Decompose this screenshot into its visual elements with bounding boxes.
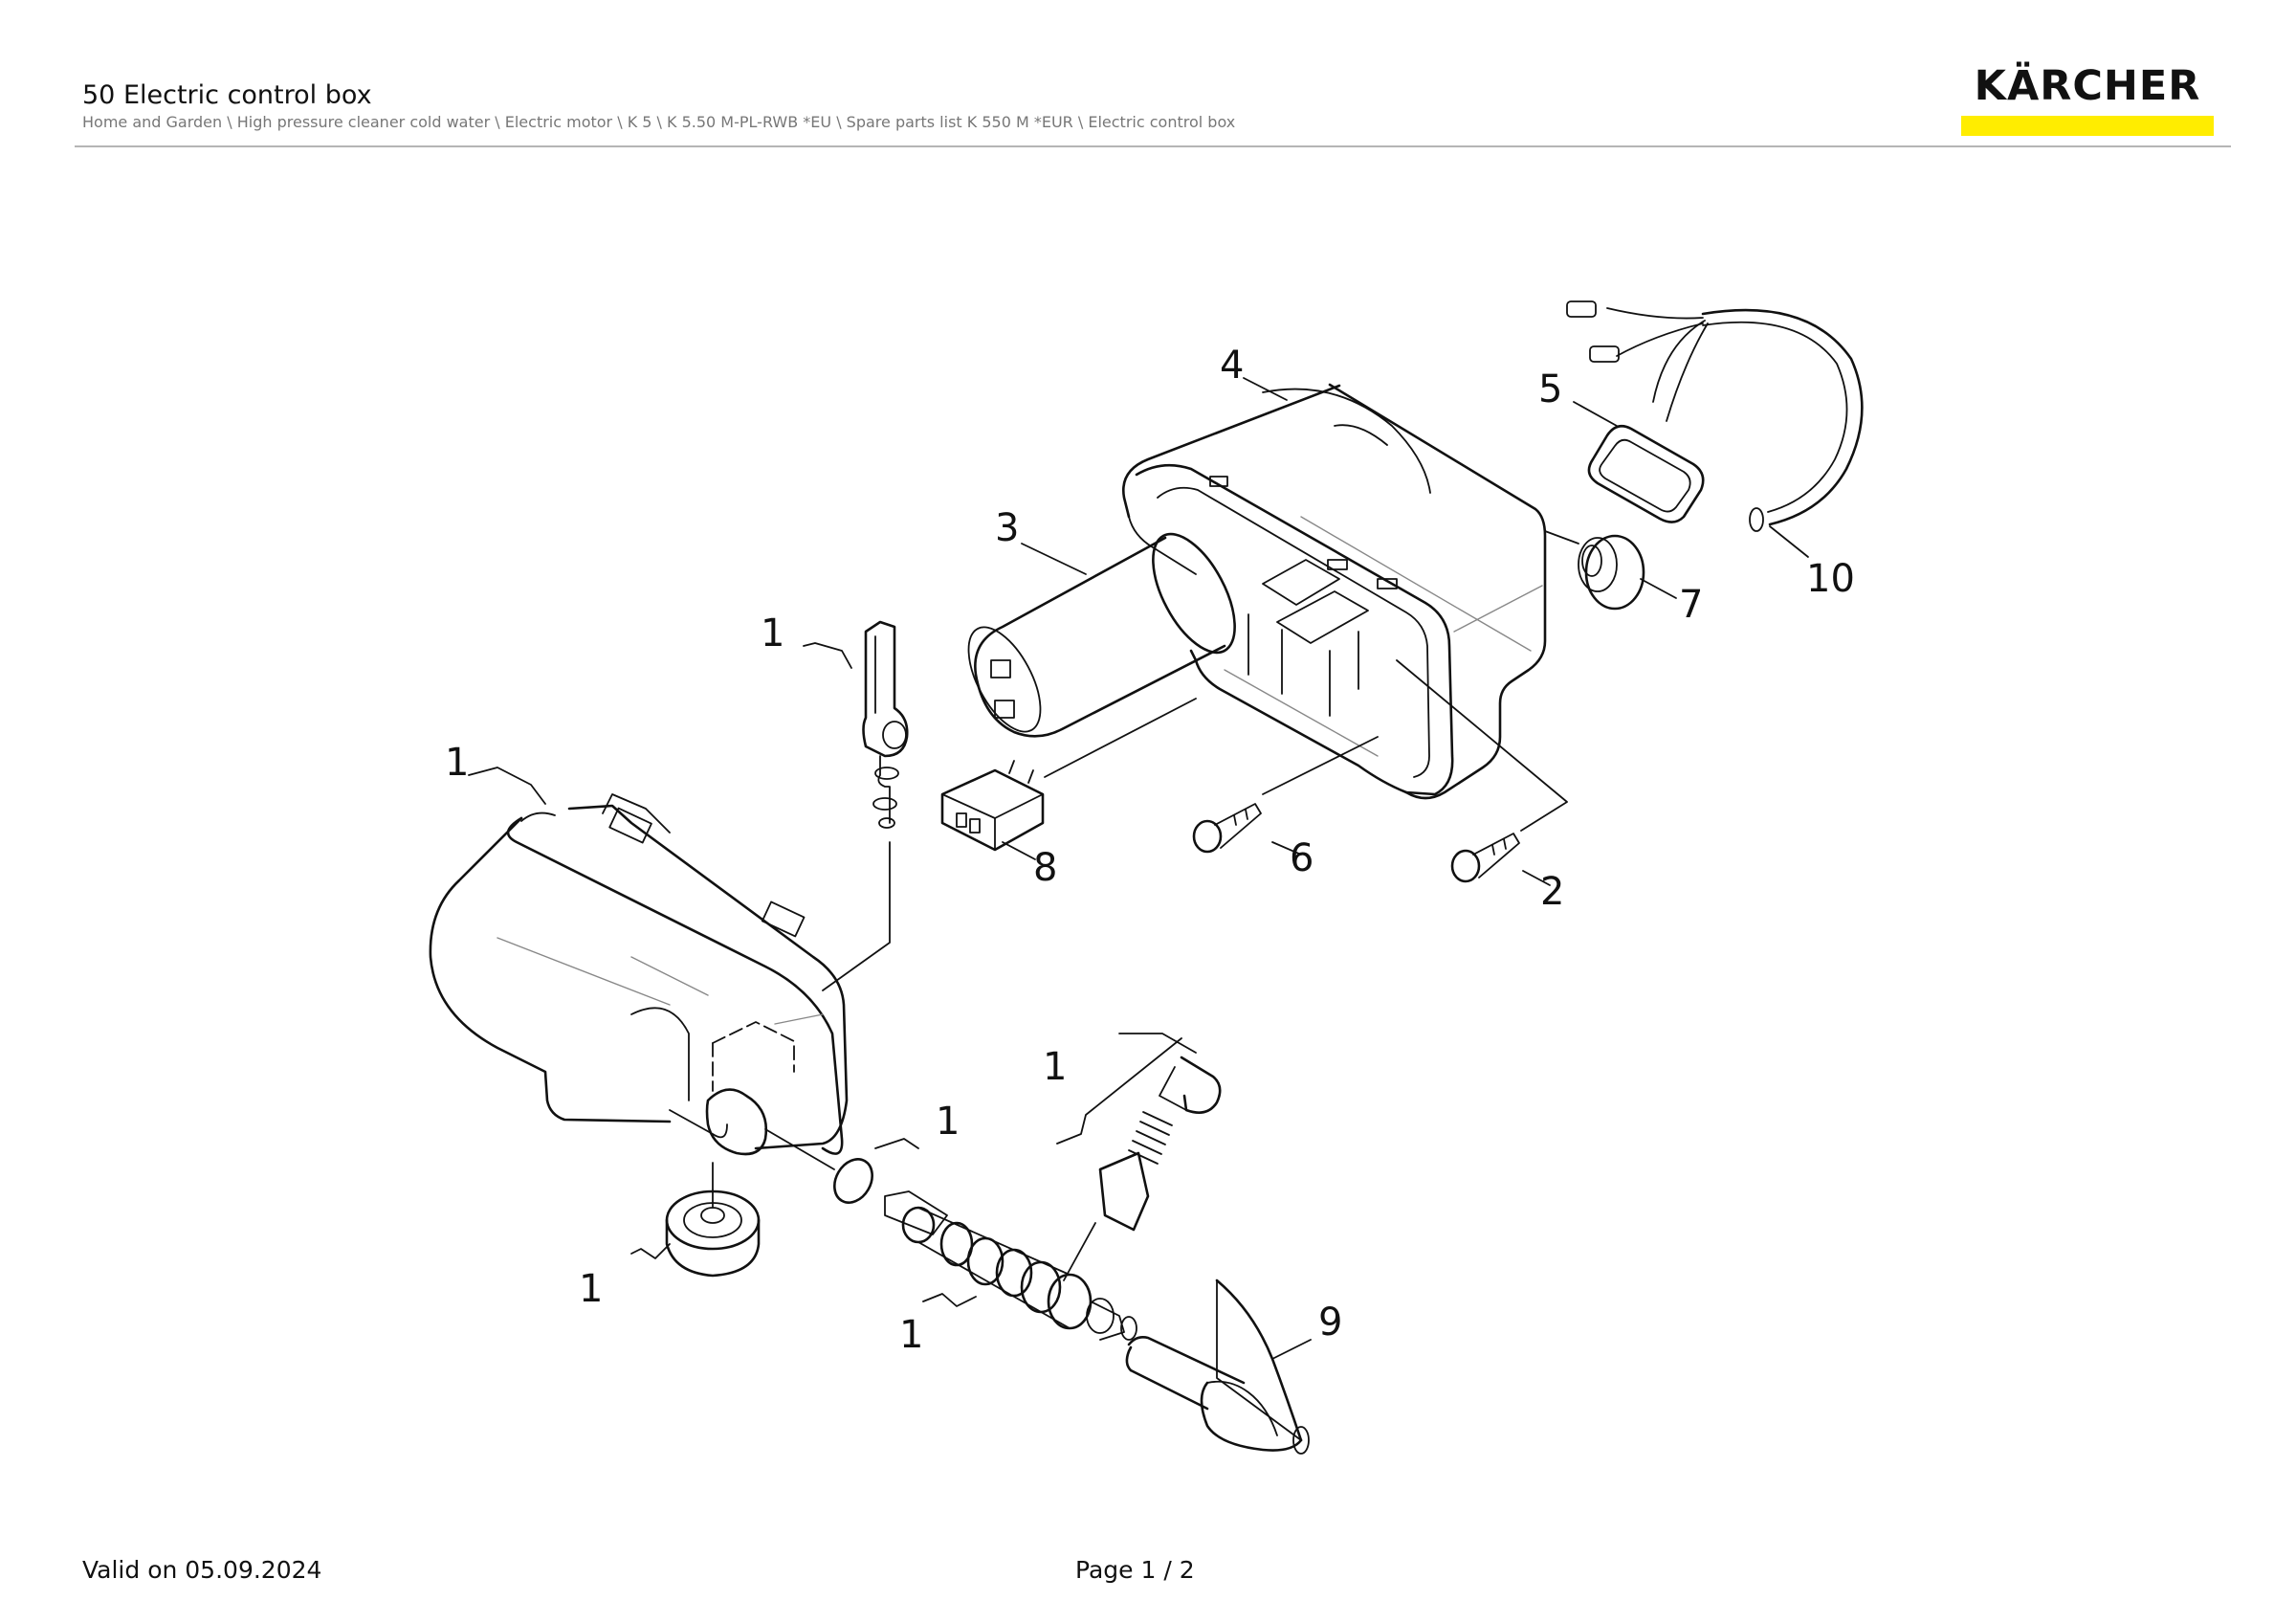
part-7-screw <box>1192 736 1379 854</box>
part-3-capacitor <box>967 532 1236 738</box>
part-9-knob <box>1125 1278 1310 1455</box>
callout-9: 9 <box>1318 1301 1342 1345</box>
callout-1-spring: 1 <box>1043 1045 1067 1089</box>
callout-1-cover: 1 <box>445 741 469 785</box>
callout-3: 3 <box>995 506 1019 550</box>
breadcrumb: Home and Garden \ High pressure cleaner … <box>82 113 1236 131</box>
callout-1-grommet: 1 <box>579 1267 603 1311</box>
valid-date: Valid on 05.09.2024 <box>82 1556 322 1584</box>
callout-4: 4 <box>1220 344 1244 388</box>
part-1-cover <box>429 793 849 1156</box>
part-4-housing <box>1121 383 1547 800</box>
part-1-spring-group <box>1056 1033 1222 1281</box>
karcher-logo: KÄRCHER <box>1959 63 2216 136</box>
part-1-o-ring <box>764 1128 873 1204</box>
part-1-shaft-assembly <box>884 1190 1137 1341</box>
part-2-screw <box>1396 659 1568 883</box>
callout-1-shaft: 1 <box>899 1313 923 1357</box>
callout-labels: 4 3 5 7 10 6 2 8 9 1 1 1 1 1 1 <box>445 344 1855 1357</box>
page-title: 50 Electric control box <box>82 80 372 110</box>
part-1-bracket <box>822 620 909 991</box>
header-divider <box>75 145 2231 147</box>
callout-5: 5 <box>1538 367 1562 411</box>
callout-1-o-ring: 1 <box>936 1100 960 1144</box>
logo-yellow-bar <box>1961 116 2214 136</box>
leader-lines <box>468 377 1809 1360</box>
part-6-grommet <box>1544 530 1645 611</box>
callout-7: 6 <box>1290 836 1314 880</box>
part-1-grommet <box>665 1162 761 1278</box>
page-number: Page 1 / 2 <box>1075 1556 1195 1584</box>
logo-wordmark: KÄRCHER <box>1974 62 2201 110</box>
callout-6: 7 <box>1679 583 1703 627</box>
part-8-switch <box>940 698 1197 852</box>
callout-2: 2 <box>1540 870 1564 914</box>
callout-10: 10 <box>1806 557 1855 601</box>
callout-1-bracket: 1 <box>761 611 784 656</box>
part-10-cable <box>1566 300 1864 532</box>
callout-8: 8 <box>1033 846 1057 890</box>
part-5-gasket <box>1587 424 1705 523</box>
